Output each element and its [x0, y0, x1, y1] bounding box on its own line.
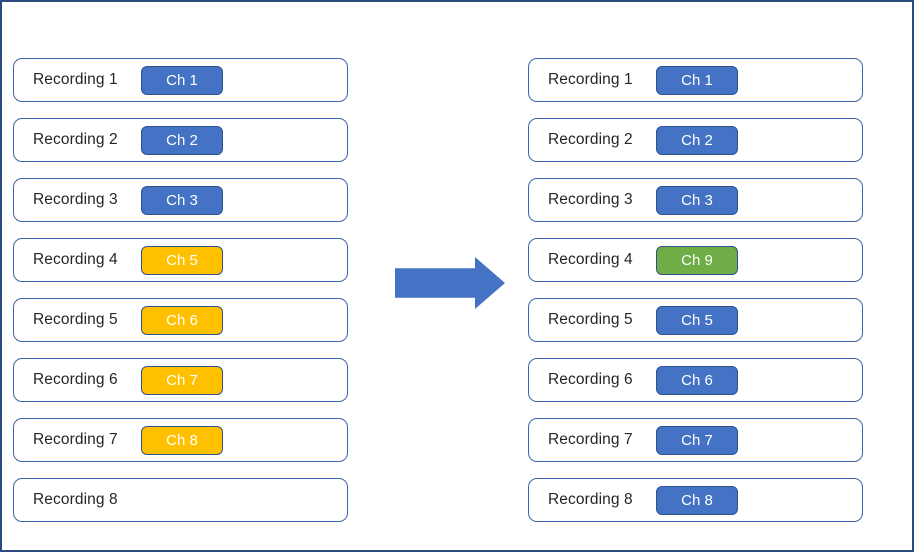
channel-chip: Ch 8 [141, 425, 223, 455]
channel-chip: Ch 1 [141, 65, 223, 95]
channel-chip: Ch 2 [656, 125, 738, 155]
recording-label: Recording 2 [548, 131, 633, 148]
channel-chip: Ch 3 [656, 185, 738, 215]
recording-label: Recording 3 [548, 191, 633, 208]
recording-box: Recording 3 Ch 3 [13, 178, 348, 222]
recording-label: Recording 1 [548, 71, 633, 88]
channel-chip: Ch 5 [656, 305, 738, 335]
recording-label: Recording 5 [548, 311, 633, 328]
recording-label: Recording 8 [33, 491, 118, 508]
channel-chip: Ch 3 [141, 185, 223, 215]
recording-box: Recording 2 Ch 2 [528, 118, 863, 162]
recording-label: Recording 1 [33, 71, 118, 88]
recording-label: Recording 8 [548, 491, 633, 508]
right-arrow-icon [395, 257, 505, 309]
recording-label: Recording 2 [33, 131, 118, 148]
channel-chip: Ch 9 [656, 245, 738, 275]
recording-box: Recording 1 Ch 1 [528, 58, 863, 102]
channel-chip: Ch 1 [656, 65, 738, 95]
channel-chip: Ch 6 [141, 305, 223, 335]
recording-box: Recording 5 Ch 5 [528, 298, 863, 342]
recording-box: Recording 7 Ch 7 [528, 418, 863, 462]
recording-box: Recording 8 Ch 8 [528, 478, 863, 522]
recording-box: Recording 6 Ch 6 [528, 358, 863, 402]
recording-box: Recording 1 Ch 1 [13, 58, 348, 102]
channel-chip: Ch 7 [656, 425, 738, 455]
recording-label: Recording 3 [33, 191, 118, 208]
recording-box: Recording 3 Ch 3 [528, 178, 863, 222]
recording-label: Recording 5 [33, 311, 118, 328]
recording-box: Recording 4 Ch 5 [13, 238, 348, 282]
channel-chip: Ch 6 [656, 365, 738, 395]
recording-label: Recording 7 [548, 431, 633, 448]
recording-label: Recording 4 [548, 251, 633, 268]
channel-chip: Ch 2 [141, 125, 223, 155]
recording-box: Recording 5 Ch 6 [13, 298, 348, 342]
recording-label: Recording 6 [548, 371, 633, 388]
recording-label: Recording 4 [33, 251, 118, 268]
channel-chip: Ch 5 [141, 245, 223, 275]
recording-box: Recording 7 Ch 8 [13, 418, 348, 462]
channel-chip: Ch 7 [141, 365, 223, 395]
recording-box: Recording 2 Ch 2 [13, 118, 348, 162]
channel-chip: Ch 8 [656, 485, 738, 515]
recording-box: Recording 8 [13, 478, 348, 522]
recording-label: Recording 6 [33, 371, 118, 388]
recording-box: Recording 6 Ch 7 [13, 358, 348, 402]
recording-box: Recording 4 Ch 9 [528, 238, 863, 282]
recording-label: Recording 7 [33, 431, 118, 448]
